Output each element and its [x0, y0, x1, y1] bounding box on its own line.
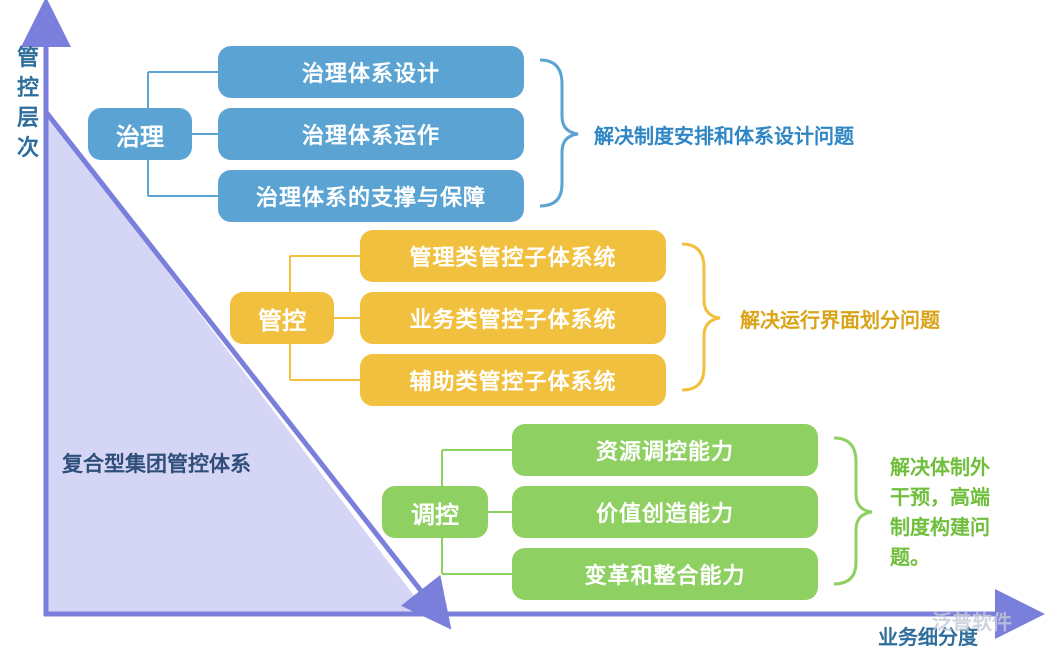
regulation-note-line-4: 题。 — [890, 545, 930, 569]
regulation-item-change: 变革和整合能力 — [512, 548, 818, 600]
governance-item-operation: 治理体系运作 — [218, 108, 524, 160]
governance-category: 治理 — [88, 108, 192, 160]
governance-item-support: 治理体系的支撑与保障 — [218, 170, 524, 222]
regulation-category: 调控 — [382, 486, 488, 538]
horizontal-axis-label: 业务细分度 — [878, 625, 978, 649]
control-item-auxiliary: 辅助类管控子体系统 — [360, 354, 666, 406]
regulation-note-line-3: 制度构建问 — [890, 515, 990, 539]
regulation-brace — [833, 436, 873, 586]
triangle-label: 复合型集团管控体系 — [62, 452, 251, 476]
regulation-note: 解决体制外 干预，高端 制度构建问 题。 — [890, 452, 990, 572]
governance-brace — [539, 58, 579, 208]
control-item-business: 业务类管控子体系统 — [360, 292, 666, 344]
governance-note: 解决制度安排和体系设计问题 — [594, 124, 854, 148]
triangle-hypotenuse — [44, 110, 452, 630]
governance-item-design: 治理体系设计 — [218, 46, 524, 98]
regulation-item-resource: 资源调控能力 — [512, 424, 818, 476]
regulation-note-line-2: 干预，高端 — [890, 485, 990, 509]
control-category: 管控 — [230, 292, 334, 344]
control-note: 解决运行界面划分问题 — [740, 308, 940, 332]
regulation-item-value: 价值创造能力 — [512, 486, 818, 538]
regulation-note-line-1: 解决体制外 — [890, 455, 990, 479]
control-brace — [681, 242, 721, 392]
control-item-management: 管理类管控子体系统 — [360, 230, 666, 282]
vertical-axis-label: 管控层次 — [16, 46, 39, 161]
watermark: 泛普软件 — [932, 610, 1012, 634]
